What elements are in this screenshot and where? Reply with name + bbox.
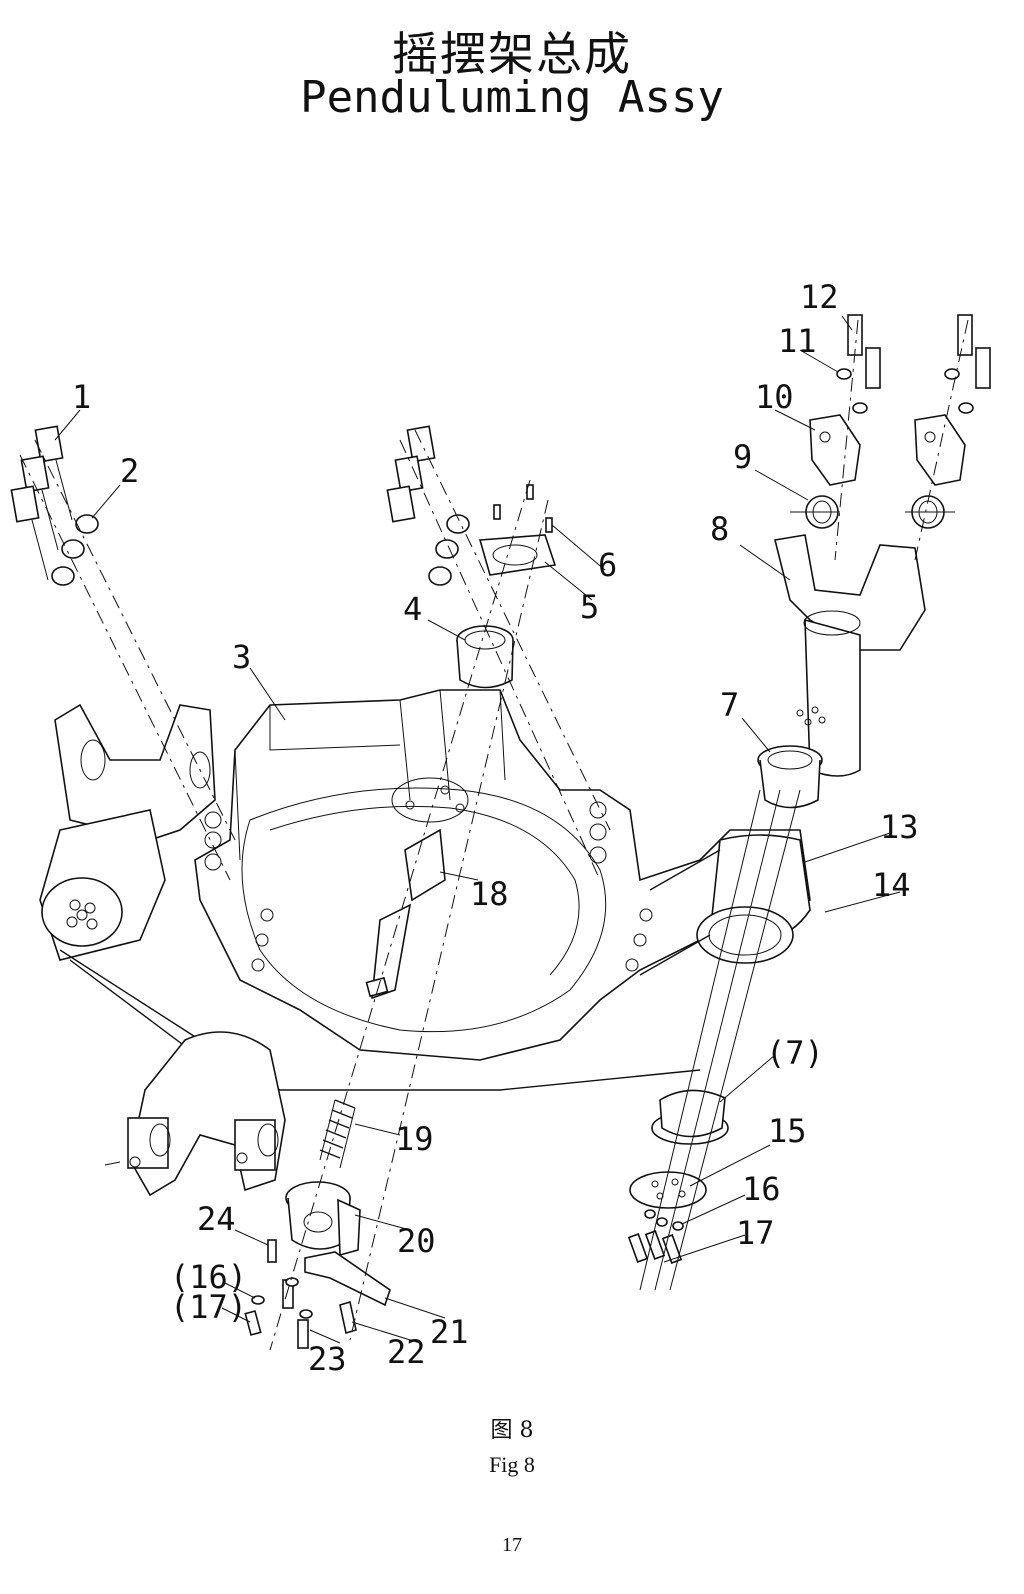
callout-17: 17 bbox=[736, 1214, 775, 1252]
figure-caption-english: Fig 8 bbox=[489, 1452, 535, 1477]
figure-caption-chinese: 图 8 bbox=[490, 1418, 534, 1443]
right-pivot-part-13 bbox=[639, 834, 811, 976]
callout-2: 2 bbox=[120, 452, 139, 490]
callout-13: 13 bbox=[880, 808, 919, 846]
callout-20: 20 bbox=[397, 1222, 436, 1260]
end-cap-part-15 bbox=[629, 1171, 707, 1209]
screws-part-6 bbox=[493, 484, 553, 533]
leader-lines bbox=[54, 315, 901, 1344]
page-title-english: Penduluming Assy bbox=[300, 72, 724, 123]
callout-7-ref: (7) bbox=[766, 1034, 824, 1072]
bushing-part-7 bbox=[757, 745, 823, 809]
callout-23: 23 bbox=[308, 1340, 347, 1378]
callout-3: 3 bbox=[232, 638, 251, 676]
callout-22: 22 bbox=[387, 1333, 426, 1371]
frame-part-3 bbox=[194, 689, 811, 1061]
callout-7: 7 bbox=[720, 686, 739, 724]
bracket-part-21 bbox=[304, 1251, 391, 1307]
bushing-part-4 bbox=[456, 625, 514, 689]
callout-4: 4 bbox=[403, 590, 422, 628]
screw-part-24 bbox=[267, 1239, 277, 1263]
callout-9: 9 bbox=[733, 438, 752, 476]
left-pivot-arm bbox=[39, 703, 701, 1091]
bolts-part-23 bbox=[282, 1277, 313, 1349]
callout-labels: 1 2 3 4 5 6 7 (7) 8 9 10 11 12 13 14 15 … bbox=[72, 278, 919, 1378]
callout-16-ref: (16) bbox=[170, 1258, 247, 1296]
center-lines bbox=[19, 319, 969, 1351]
callout-12: 12 bbox=[800, 278, 839, 316]
plate-part-5 bbox=[478, 534, 557, 576]
bolts-part-12 bbox=[836, 314, 991, 414]
lower-fork bbox=[104, 1031, 286, 1197]
bushing-part-7-lower bbox=[651, 1089, 729, 1145]
caps-part-10 bbox=[809, 414, 966, 486]
pin-part-22 bbox=[339, 1300, 357, 1335]
callout-21: 21 bbox=[430, 1313, 469, 1351]
callout-24: 24 bbox=[197, 1200, 236, 1238]
bolts-part-16-17-left bbox=[244, 1295, 265, 1336]
bolts-middle bbox=[386, 425, 470, 586]
callout-10: 10 bbox=[755, 378, 794, 416]
callout-11: 11 bbox=[778, 322, 817, 360]
bolts-part-1 bbox=[10, 425, 99, 586]
right-fork-part-8 bbox=[774, 534, 926, 777]
callout-8: 8 bbox=[710, 510, 729, 548]
callout-14: 14 bbox=[872, 866, 911, 904]
spring-part-19 bbox=[319, 1099, 356, 1169]
shaft-part-18 bbox=[365, 828, 446, 1000]
page-number: 17 bbox=[502, 1534, 522, 1556]
callout-18: 18 bbox=[470, 875, 509, 913]
page-title-chinese: 摇摆架总成 bbox=[392, 27, 632, 81]
callout-6: 6 bbox=[598, 546, 617, 584]
bolts-part-17 bbox=[627, 1209, 684, 1264]
callout-5: 5 bbox=[580, 588, 599, 626]
callout-15: 15 bbox=[768, 1112, 807, 1150]
callout-16: 16 bbox=[742, 1170, 781, 1208]
housing-part-20 bbox=[285, 1181, 361, 1257]
bushings-part-9 bbox=[790, 495, 955, 529]
callout-1: 1 bbox=[72, 378, 91, 416]
callout-19: 19 bbox=[395, 1120, 434, 1158]
callout-17-ref: (17) bbox=[170, 1288, 247, 1326]
